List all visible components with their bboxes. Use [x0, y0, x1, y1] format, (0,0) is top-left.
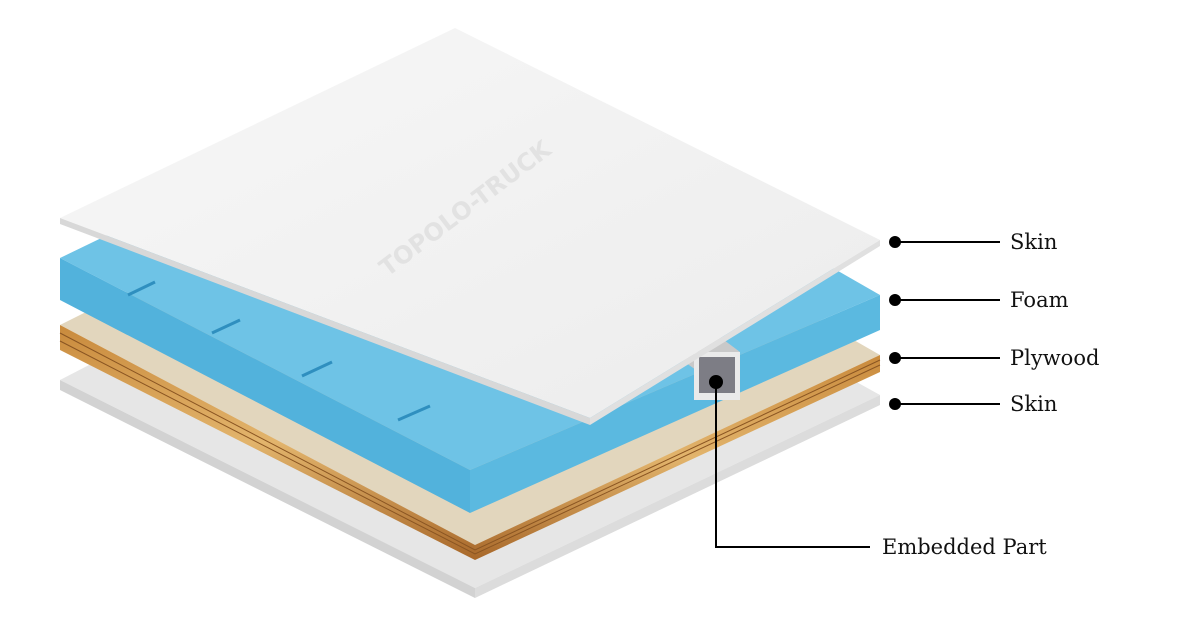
label-skin-top: Skin — [1010, 230, 1058, 254]
foam-grooves — [127, 280, 431, 422]
label-foam: Foam — [1010, 288, 1069, 312]
top-skin-layer: TOPOLO-TRUCK — [60, 28, 880, 425]
leader-lines — [709, 236, 1000, 548]
label-skin-bottom: Skin — [1010, 392, 1058, 416]
label-plywood: Plywood — [1010, 346, 1100, 370]
label-embedded-part: Embedded Part — [882, 535, 1047, 559]
